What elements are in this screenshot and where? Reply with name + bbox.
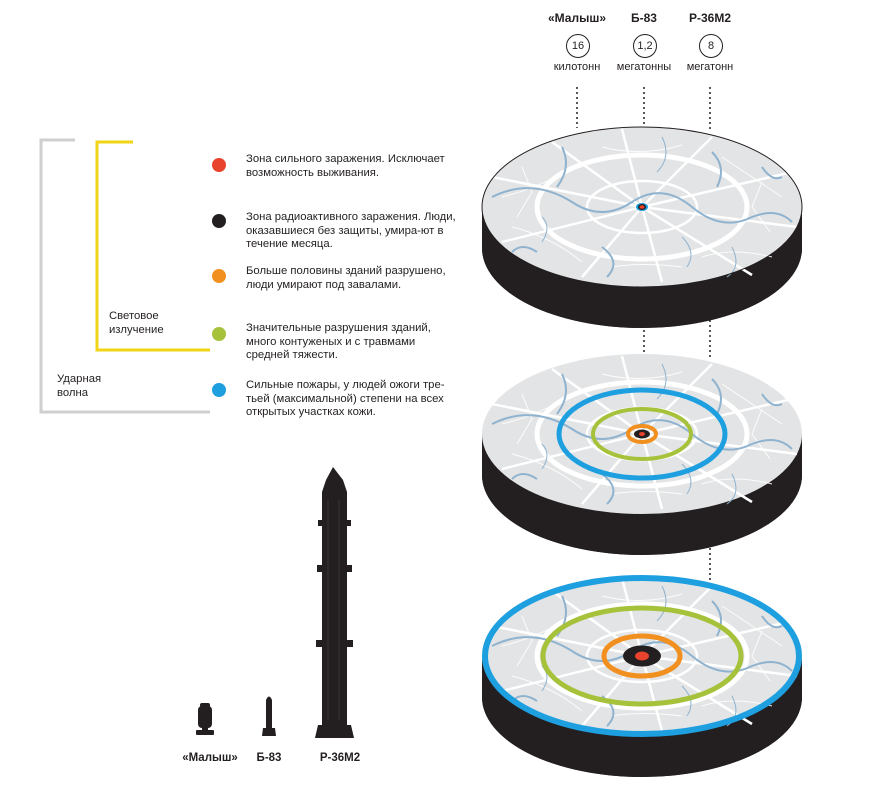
weapon-name-b83: Б-83: [631, 11, 657, 25]
light-radiation-label: Световое излучение: [109, 310, 164, 336]
shock-wave-label: Ударная волна: [57, 373, 102, 399]
disc-b83: [482, 354, 802, 555]
legend-text-fires-burns: Сильные пожары, у людей ожоги тре-тьей (…: [246, 379, 445, 418]
yield-unit-r36m2: мегатонн: [686, 61, 734, 73]
rocket-label-r36m2: Р-36М2: [319, 752, 361, 764]
yield-badge-b83: 1,2: [633, 34, 657, 58]
rocket-label-malysh: «Малыш»: [182, 752, 238, 764]
legend-dot-blue: [212, 383, 226, 397]
legend-dot-green: [212, 327, 226, 341]
disc-malysh: [481, 126, 803, 328]
bomb-b83-silhouette: [262, 696, 276, 736]
legend-text-buildings-destroyed: Больше половины зданий разрушено, люди у…: [246, 265, 446, 291]
yield-unit-b83: мегатонны: [616, 61, 672, 73]
legend-dot-orange: [212, 269, 226, 283]
shock-wave-bracket: [39, 138, 210, 414]
rocket-r36m2-silhouette: [315, 467, 354, 738]
yield-unit-malysh: килотонн: [553, 61, 601, 73]
legend-text-severe-contamination: Зона сильного заражения. Исключает возмо…: [246, 153, 445, 179]
yield-badge-malysh: 16: [566, 34, 590, 58]
yield-badge-r36m2: 8: [699, 34, 723, 58]
disc-r36m2: [482, 575, 802, 777]
legend-text-radioactive-contamination: Зона радиоактивного заражения. Люди, ока…: [246, 211, 456, 250]
light-radiation-bracket: [95, 140, 210, 352]
rocket-label-b83: Б-83: [256, 752, 282, 764]
bomb-malysh-silhouette: [196, 703, 214, 735]
weapon-name-r36m2: Р-36М2: [688, 11, 732, 25]
legend-text-significant-damage: Значительные разрушения зданий, много ко…: [246, 322, 431, 361]
legend-dot-black: [212, 214, 226, 228]
legend-dot-red: [212, 158, 226, 172]
weapon-name-malysh: «Малыш»: [547, 11, 607, 25]
